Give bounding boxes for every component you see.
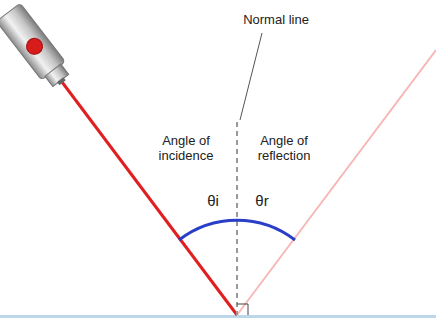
incident-beam: [62, 82, 237, 315]
reflection-label: Angle of reflection: [248, 133, 320, 163]
angle-arc: [179, 220, 295, 240]
right-angle-marker: [237, 304, 248, 315]
normal-line-label: Normal line: [231, 12, 321, 27]
normal-line: [236, 122, 238, 315]
laser-pointer: [0, 3, 74, 92]
theta-reflection: θr: [255, 192, 268, 209]
theta-incidence: θi: [207, 192, 219, 209]
leader-line: [240, 33, 262, 120]
mirror-surface: [0, 315, 436, 318]
reflected-beam: [237, 50, 436, 315]
incidence-label: Angle of incidence: [150, 133, 222, 163]
